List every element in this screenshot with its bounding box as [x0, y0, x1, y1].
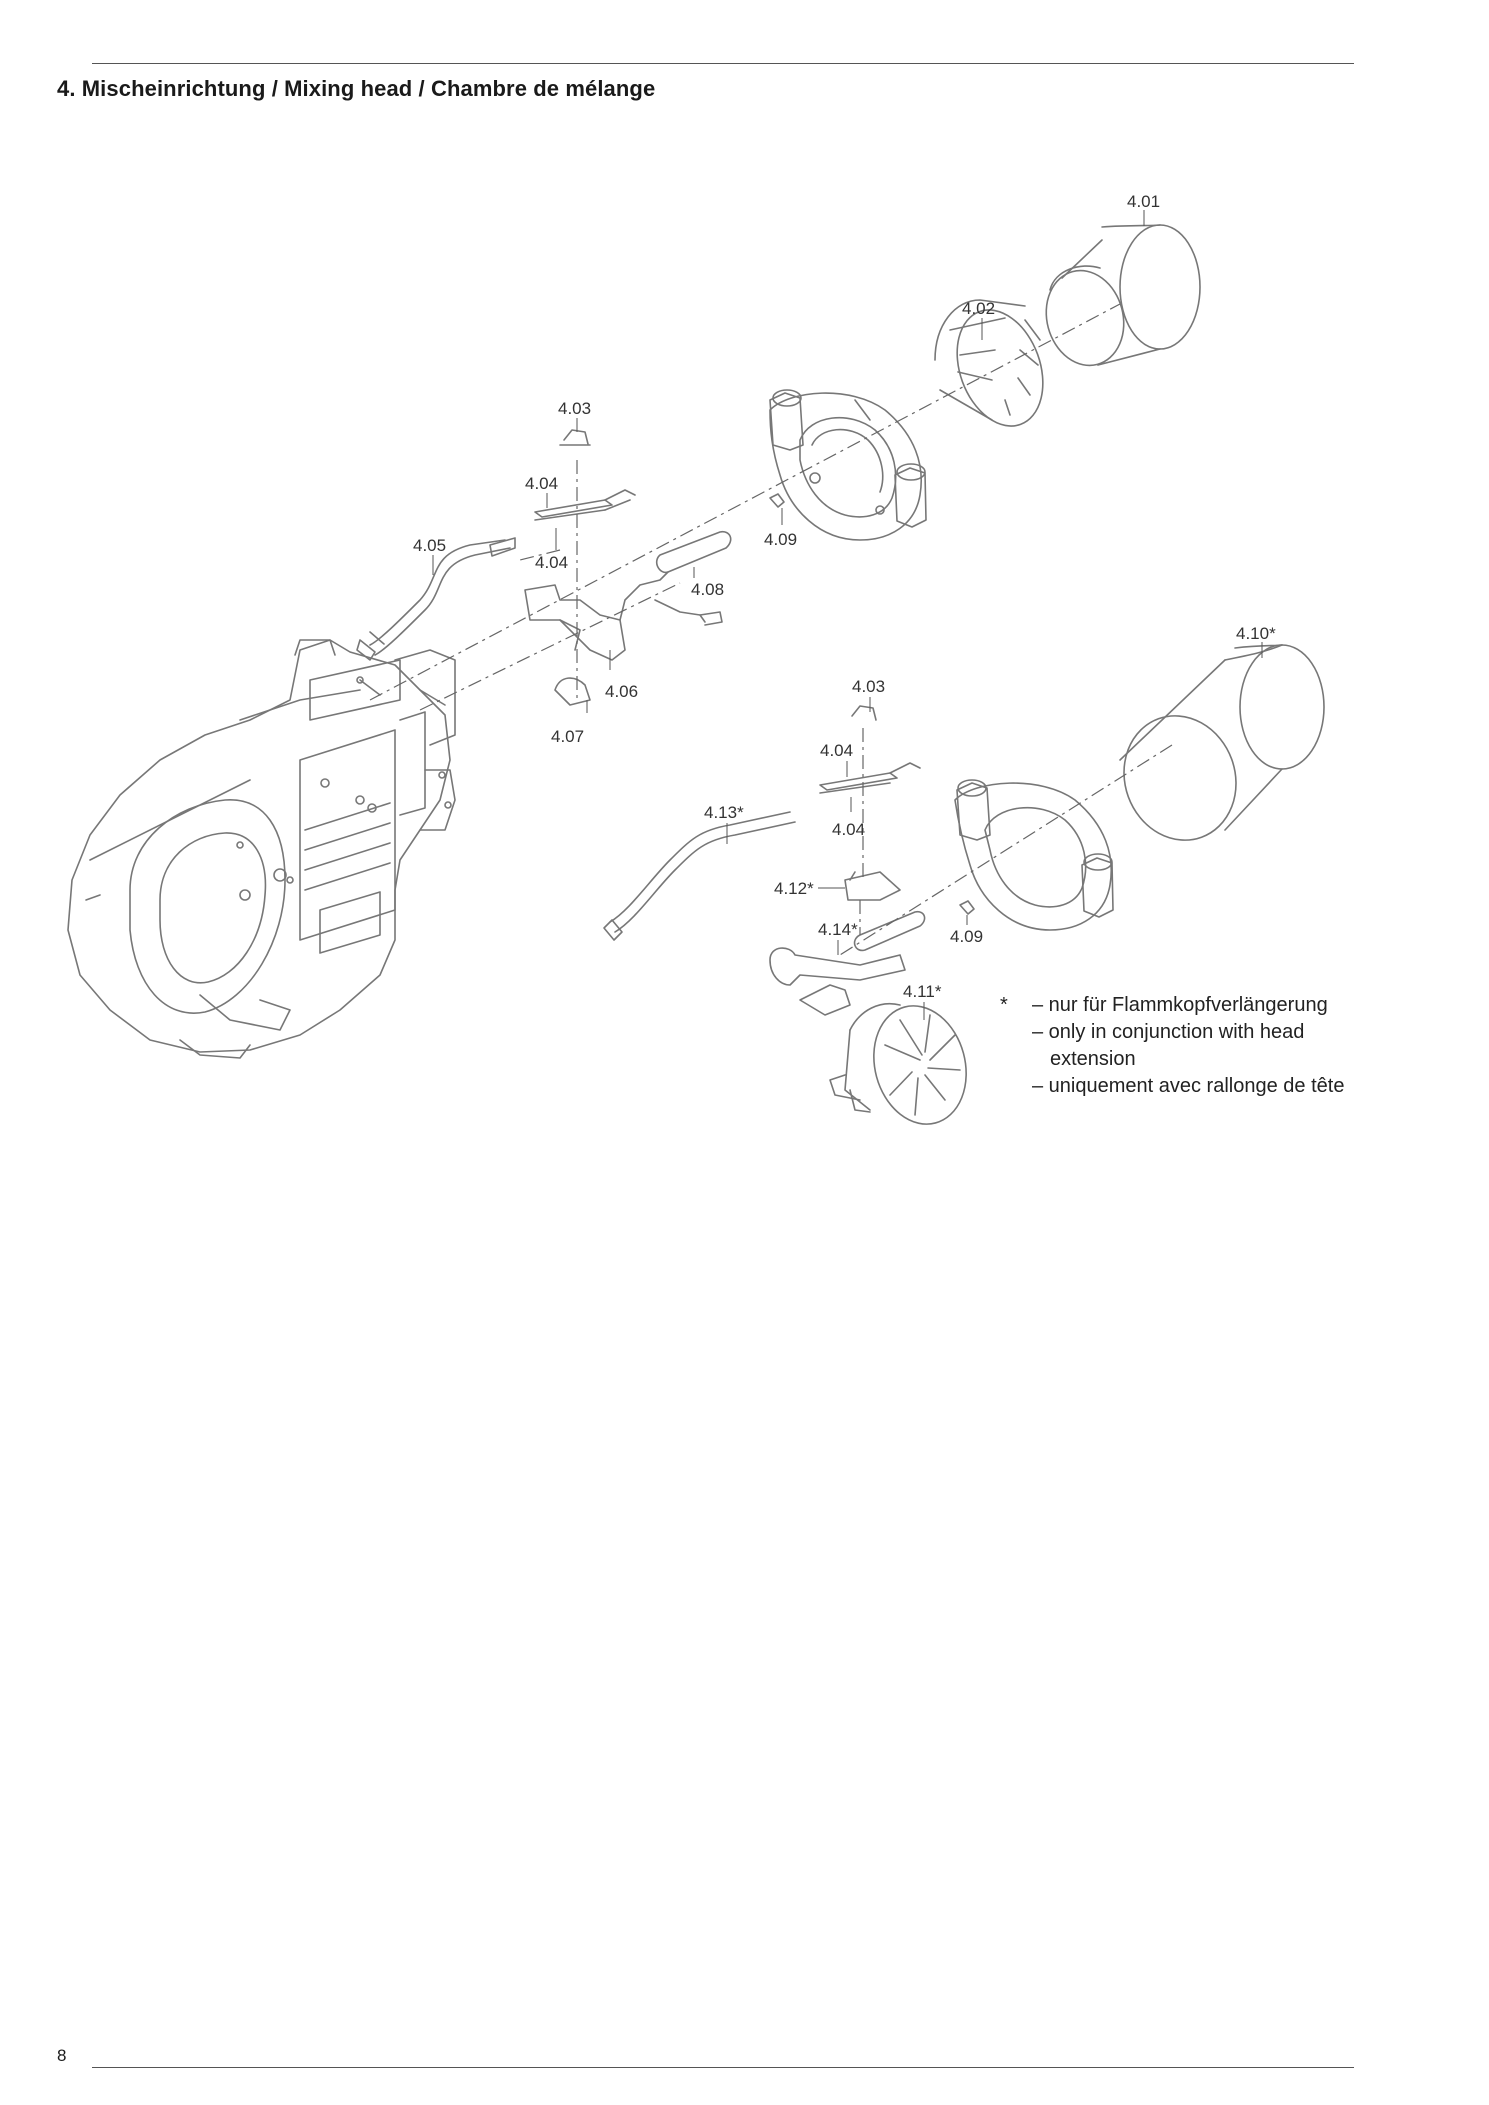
lower-flange-drawing: [954, 779, 1114, 931]
upper-flange-drawing: [769, 389, 927, 541]
footnote-line-en-cont: extension: [1050, 1048, 1136, 1070]
page-title: 4. Mischeinrichtung / Mixing head / Cham…: [57, 76, 656, 101]
lower-ignition-assembly-drawing: [603, 705, 975, 1016]
part-label-4-04: 4.04: [832, 820, 865, 839]
burner-housing-drawing: [67, 639, 456, 1059]
part-label-4-04: 4.04: [820, 741, 853, 760]
part-label-4-06: 4.06: [605, 682, 638, 701]
part-label-4-04: 4.04: [535, 553, 568, 572]
part-label-4-10: 4.10*: [1236, 624, 1276, 643]
axis-lines: [369, 303, 1173, 956]
part-label-4-02: 4.02: [962, 299, 995, 318]
footnote-line-de: * – nur für Flammkopfverlängerung: [1000, 992, 1344, 1019]
page-number: 8: [57, 2046, 67, 2065]
upper-head-tube-drawing: [1045, 224, 1201, 367]
upper-swirl-plate-drawing: [934, 299, 1044, 427]
part-label-4-09: 4.09: [950, 927, 983, 946]
part-label-4-08: 4.08: [691, 580, 724, 599]
leader-lines: [432, 210, 1263, 1020]
lower-swirl-plate-drawing: [829, 1003, 967, 1125]
part-label-4-04: 4.04: [525, 474, 558, 493]
part-label-4-12: 4.12*: [774, 879, 814, 898]
footnote-line-en: – only in conjunction with head: [1032, 1021, 1305, 1043]
footnote-de-text: – nur für Flammkopfverlängerung: [1032, 994, 1328, 1016]
footnote-line-fr: – uniquement avec rallonge de tête: [1032, 1075, 1345, 1097]
part-label-4-05: 4.05: [413, 536, 446, 555]
footnote-star: *: [1000, 994, 1008, 1016]
upper-ignition-assembly-drawing: [356, 429, 785, 706]
top-rule: [92, 63, 1354, 64]
part-label-4-14: 4.14*: [818, 920, 858, 939]
part-label-4-03: 4.03: [558, 399, 591, 418]
part-label-4-09: 4.09: [764, 530, 797, 549]
lower-head-tube-drawing: [1119, 644, 1325, 841]
part-label-4-11: 4.11*: [903, 982, 942, 1001]
part-label-4-13: 4.13*: [704, 803, 744, 822]
bottom-rule: [92, 2067, 1354, 2068]
part-label-4-03: 4.03: [852, 677, 885, 696]
part-label-4-07: 4.07: [551, 727, 584, 746]
part-label-4-01: 4.01: [1127, 192, 1160, 211]
footnote: * – nur für Flammkopfverlängerung – only…: [1000, 992, 1344, 1100]
